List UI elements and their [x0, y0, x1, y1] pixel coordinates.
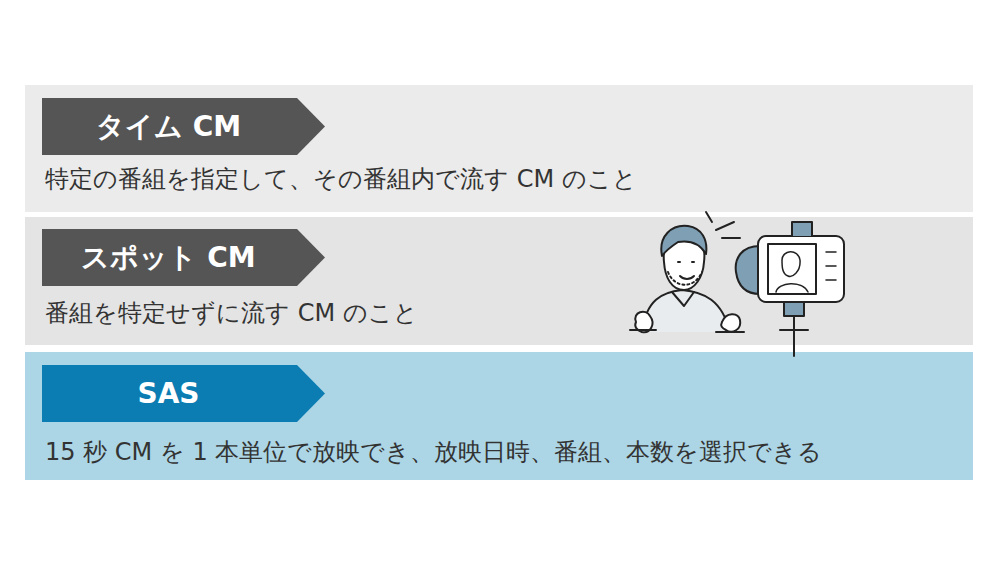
category-band: タイム CM 特定の番組を指定して、その番組内で流す CM のこと [25, 85, 973, 212]
category-band: SAS 15 秒 CM を 1 本単位で放映でき、放映日時、番組、本数を選択できる [25, 352, 973, 480]
heading-tag: スポット CM [42, 229, 325, 286]
heading-tag: SAS [42, 365, 325, 422]
description-text: 特定の番組を指定して、その番組内で流す CM のこと [45, 163, 637, 195]
category-band: スポット CM 番組を特定せずに流す CM のこと [25, 217, 973, 345]
description-text: 番組を特定せずに流す CM のこと [45, 297, 418, 329]
heading-tag: タイム CM [42, 98, 325, 155]
description-text: 15 秒 CM を 1 本単位で放映でき、放映日時、番組、本数を選択できる [45, 436, 822, 468]
